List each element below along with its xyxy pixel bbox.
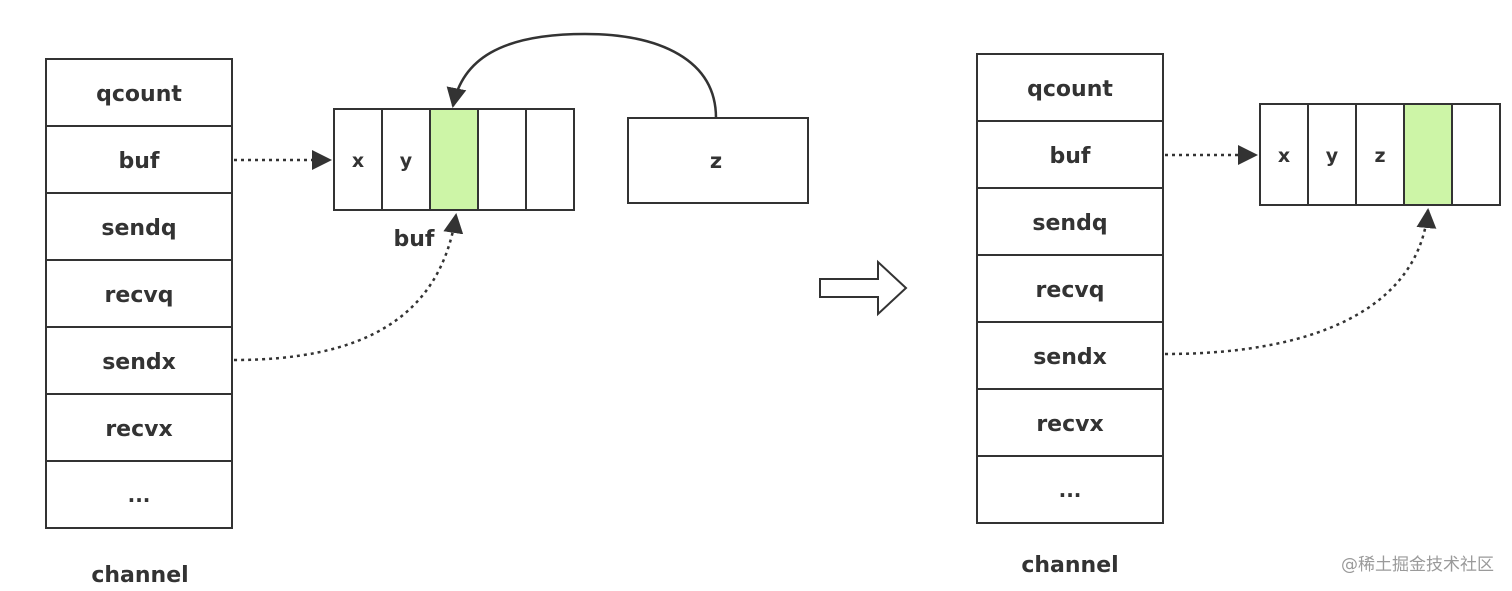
incoming-value-label: z — [710, 149, 722, 173]
right-field-sendx-label: sendx — [1033, 345, 1107, 370]
right-field-sendq-label: sendq — [1032, 211, 1107, 236]
left-buf-label: buf — [394, 227, 435, 252]
left-field-qcount — [45, 58, 233, 127]
left-buf-cell-1 — [381, 108, 431, 211]
right-buf-cell-1 — [1307, 103, 1357, 206]
right-buf-cell-2 — [1355, 103, 1405, 206]
left-buf-cell-3 — [477, 108, 527, 211]
right-field-buf-label: buf — [1050, 144, 1091, 169]
left-field-sendq-label: sendq — [101, 216, 176, 241]
right-field-qcount — [976, 53, 1164, 122]
left-buf-cell-0-label: x — [352, 150, 364, 172]
left-channel-caption: channel — [91, 563, 188, 588]
left-buf-cell-0 — [333, 108, 383, 211]
send-z-into-buf-arrow — [446, 32, 718, 119]
right-buf-cell-1-label: y — [1326, 145, 1339, 167]
left-field-recvq-label: recvq — [105, 283, 174, 308]
transition-arrow-icon — [819, 259, 908, 317]
right-field-recvx-label: recvx — [1036, 412, 1103, 437]
left-field-more — [45, 460, 233, 529]
left-buf-cell-4 — [525, 108, 575, 211]
right-field-buf — [976, 120, 1164, 189]
right-field-qcount-label: qcount — [1027, 77, 1113, 102]
right-field-recvq-label: recvq — [1036, 278, 1105, 303]
left-channel-struct: qcount buf sendq recvq sendx recvx ... — [45, 58, 233, 529]
left-field-more-label: ... — [128, 483, 151, 507]
left-field-sendq — [45, 192, 233, 261]
watermark: @稀土掘金技术社区 — [1341, 555, 1494, 575]
left-field-buf-label: buf — [119, 149, 160, 174]
right-field-more — [976, 455, 1164, 524]
right-channel-struct: qcount buf sendq recvq sendx recvx ... — [976, 53, 1164, 524]
right-buf-cell-3-highlight — [1403, 103, 1453, 206]
left-field-recvx — [45, 393, 233, 462]
left-field-recvq — [45, 259, 233, 328]
left-buf-cell-2-highlight — [429, 108, 479, 211]
right-buf-array: x y z — [1259, 103, 1501, 206]
right-field-recvq — [976, 254, 1164, 323]
left-buf-cell-1-label: y — [400, 150, 413, 172]
right-buf-cell-2-label: z — [1374, 145, 1385, 167]
left-field-qcount-label: qcount — [96, 82, 182, 107]
left-buf-array: x y — [333, 108, 575, 211]
right-field-more-label: ... — [1059, 478, 1082, 502]
left-field-recvx-label: recvx — [105, 417, 172, 442]
right-channel-caption: channel — [1021, 553, 1118, 578]
right-buf-cell-4 — [1451, 103, 1501, 206]
right-field-recvx — [976, 388, 1164, 457]
right-sendx-pointer-arrow — [1164, 208, 1437, 356]
left-field-buf — [45, 125, 233, 194]
incoming-value-box — [627, 117, 809, 204]
right-field-sendx — [976, 321, 1164, 390]
left-field-sendx-label: sendx — [102, 350, 176, 375]
right-field-sendq — [976, 187, 1164, 256]
right-buf-cell-0-label: x — [1278, 145, 1290, 167]
